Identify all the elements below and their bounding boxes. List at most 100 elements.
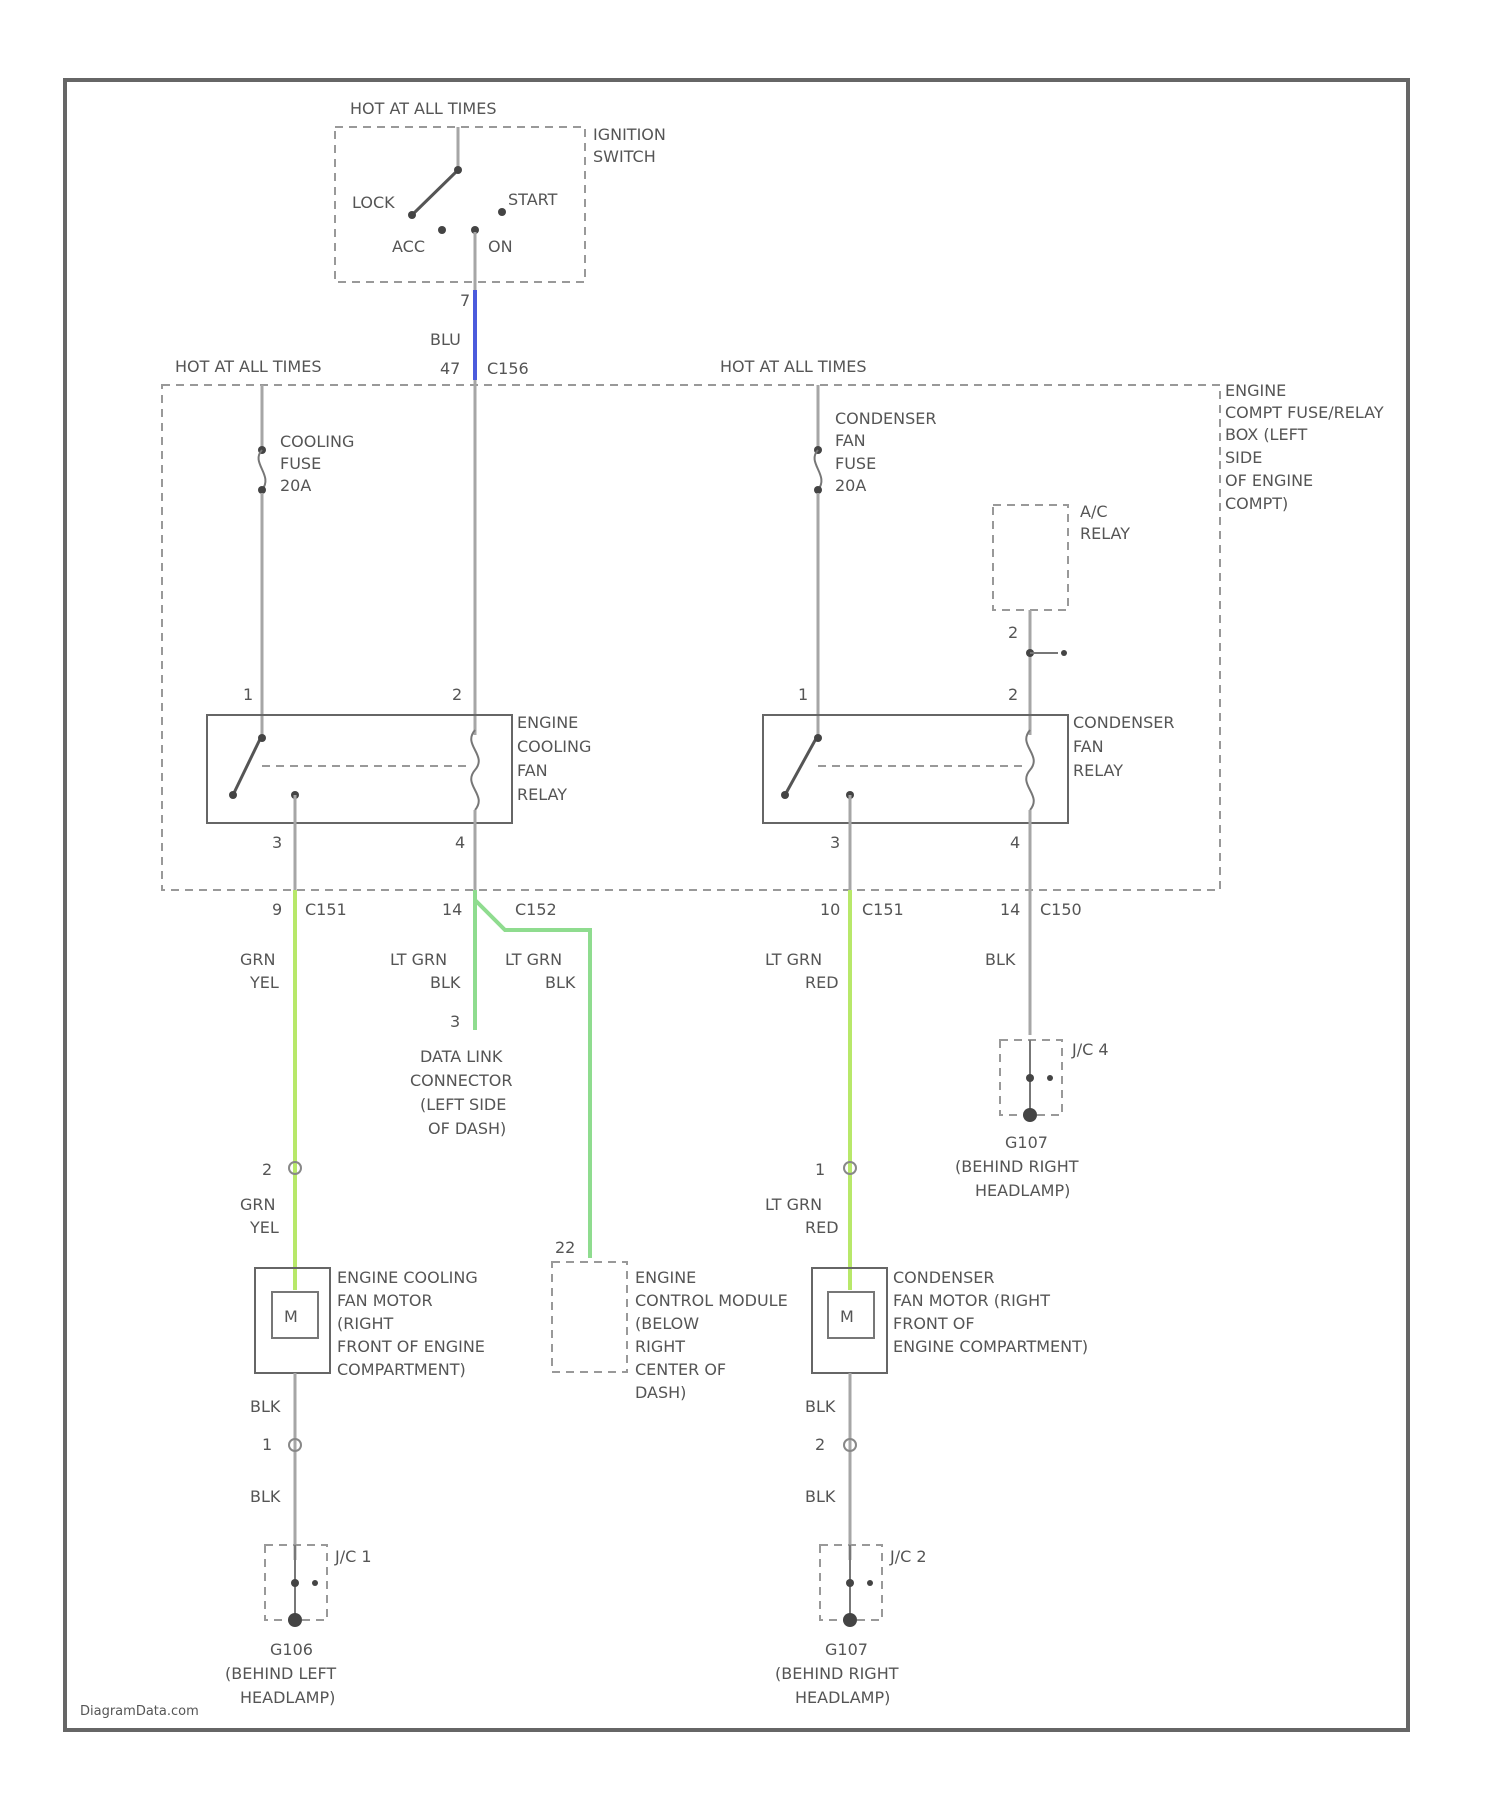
- lt-grn-blk-b-label-2: BLK: [545, 973, 576, 992]
- condenser-fuse-label-1: FAN: [835, 431, 866, 450]
- jc-4-name: J/C 4: [1071, 1040, 1109, 1059]
- c4-pin: 14: [1000, 900, 1020, 919]
- ignition-hot-label: HOT AT ALL TIMES: [350, 99, 496, 118]
- condenser-fan-motor: 1 LT GRN RED M CONDENSER FAN MOTOR (RIGH…: [765, 1160, 1088, 1560]
- cfm-symbol: M: [840, 1307, 854, 1326]
- lt-grn-red-label-2: RED: [805, 973, 839, 992]
- fuse-box-name-0: ENGINE: [1225, 381, 1286, 400]
- fuse-box-hot-left: HOT AT ALL TIMES: [175, 357, 321, 376]
- ac-relay-pin-label: 2: [1008, 623, 1018, 642]
- cfm-wire-below: BLK: [805, 1397, 836, 1416]
- dlc-pin: 3: [450, 1012, 460, 1031]
- ecfm-wire-below: BLK: [250, 1397, 281, 1416]
- ecf-relay-pin-2: 2: [452, 685, 462, 704]
- ecf-relay-name-1: COOLING: [517, 737, 591, 756]
- ecfm-wire-bottom: BLK: [250, 1487, 281, 1506]
- jc-1-ground-1: (BEHIND LEFT: [225, 1664, 336, 1683]
- cf-relay-coil: [1026, 730, 1034, 810]
- ecfm-name-0: ENGINE COOLING: [337, 1268, 478, 1287]
- cf-relay-name-2: RELAY: [1073, 761, 1123, 780]
- c2-pin: 14: [442, 900, 462, 919]
- condenser-fuse-symbol: [815, 450, 822, 490]
- cfm-wire-bottom: BLK: [805, 1487, 836, 1506]
- ignition-pin-label: 7: [460, 291, 470, 310]
- c2-name: C152: [515, 900, 557, 919]
- fuse-box-name-4: OF ENGINE: [1225, 471, 1313, 490]
- ecfm-name-3: FRONT OF ENGINE: [337, 1337, 485, 1356]
- cf-relay-pin-2: 2: [1008, 685, 1018, 704]
- ecfm-name-2: (RIGHT: [337, 1314, 394, 1333]
- ecfm-wire-2: YEL: [249, 1218, 279, 1237]
- ignition-switch-name-1: IGNITION: [593, 125, 666, 144]
- ecm-name-4: CENTER OF: [635, 1360, 726, 1379]
- jc-1-ground-0: G106: [270, 1640, 313, 1659]
- connector-labels: 9 C151 14 C152 10 C151 14 C150: [272, 900, 1082, 919]
- jc-2-ground-2: HEADLAMP): [795, 1688, 890, 1707]
- c1-pin: 9: [272, 900, 282, 919]
- cfm-name-3: ENGINE COMPARTMENT): [893, 1337, 1088, 1356]
- ignition-start-label: START: [508, 190, 558, 209]
- ecf-relay-coil: [471, 730, 479, 810]
- c1-name: C151: [305, 900, 347, 919]
- ignition-switch-name-2: SWITCH: [593, 147, 656, 166]
- ecm-pin: 22: [555, 1238, 575, 1257]
- ecfm-wire-1: GRN: [240, 1195, 275, 1214]
- c4-name: C150: [1040, 900, 1082, 919]
- cf-relay-name-0: CONDENSER: [1073, 713, 1175, 732]
- c3-pin: 10: [820, 900, 840, 919]
- cf-relay-name-1: FAN: [1073, 737, 1104, 756]
- ac-relay-box: [993, 505, 1068, 610]
- ecm-name-2: (BELOW: [635, 1314, 699, 1333]
- jc-1-name: J/C 1: [334, 1547, 372, 1566]
- dlc-name-3: OF DASH): [428, 1119, 506, 1138]
- fuse-box-name-5: COMPT): [1225, 494, 1288, 513]
- ecm-name-0: ENGINE: [635, 1268, 696, 1287]
- engine-cooling-fan-relay: 1 2 ENGINE COOLING FAN RELAY 3 4: [207, 685, 591, 890]
- feed-wire-connector: C156: [487, 359, 529, 378]
- cooling-fuse-label-1: FUSE: [280, 454, 321, 473]
- watermark: DiagramData.com: [80, 1704, 199, 1719]
- ecm-name-1: CONTROL MODULE: [635, 1291, 788, 1310]
- condenser-fuse-label-3: 20A: [835, 476, 866, 495]
- cooling-fuse-label-0: COOLING: [280, 432, 354, 451]
- ecf-relay-pin-4: 4: [455, 833, 465, 852]
- dlc-name-1: CONNECTOR: [410, 1071, 512, 1090]
- jc-1: J/C 1 G106 (BEHIND LEFT HEADLAMP): [225, 1545, 372, 1707]
- ignition-switch: HOT AT ALL TIMES IGNITION SWITCH LOCK AC…: [335, 99, 666, 310]
- engine-cooling-fan-motor: 2 GRN YEL M ENGINE COOLING FAN MOTOR (RI…: [240, 1160, 485, 1560]
- signal-wires: GRN YEL LT GRN BLK LT GRN BLK LT GRN RED…: [240, 890, 1030, 1290]
- diagram-frame: [65, 80, 1408, 1730]
- jc-1-ground-2: HEADLAMP): [240, 1688, 335, 1707]
- ecf-relay-pin-1: 1: [243, 685, 253, 704]
- lt-grn-blk-a-label-1: LT GRN: [390, 950, 447, 969]
- fuse-box-name-2: BOX (LEFT: [1225, 425, 1308, 444]
- cooling-fuse-symbol: [259, 450, 266, 490]
- ac-relay-label-1: RELAY: [1080, 524, 1130, 543]
- ignition-on-label: ON: [488, 237, 513, 256]
- ecfm-name-4: COMPARTMENT): [337, 1360, 466, 1379]
- ecf-relay-pin-3: 3: [272, 833, 282, 852]
- fuse-box-name-1: COMPT FUSE/RELAY: [1225, 403, 1384, 422]
- cf-relay-pin-3: 3: [830, 833, 840, 852]
- condenser-fan-relay: 1 2 CONDENSER FAN RELAY 3 4: [763, 685, 1175, 890]
- cf-relay-pin-4: 4: [1010, 833, 1020, 852]
- lt-grn-blk-a-label-2: BLK: [430, 973, 461, 992]
- blk-label-right: BLK: [985, 950, 1016, 969]
- cfm-name-0: CONDENSER: [893, 1268, 995, 1287]
- ecf-relay-name-0: ENGINE: [517, 713, 578, 732]
- cfm-name-2: FRONT OF: [893, 1314, 975, 1333]
- fuse-box-hot-right: HOT AT ALL TIMES: [720, 357, 866, 376]
- cfm-name-1: FAN MOTOR (RIGHT: [893, 1291, 1050, 1310]
- jc-4: J/C 4 G107 (BEHIND RIGHT HEADLAMP): [955, 1040, 1109, 1200]
- feed-wire: BLU 47 C156: [430, 232, 529, 380]
- ecfm-symbol: M: [284, 1307, 298, 1326]
- feed-wire-color-label: BLU: [430, 330, 461, 349]
- cfm-wire-1: LT GRN: [765, 1195, 822, 1214]
- jc-4-ground-0: G107: [1005, 1133, 1048, 1152]
- cooling-fuse-label-2: 20A: [280, 476, 311, 495]
- lt-grn-blk-b-label-1: LT GRN: [505, 950, 562, 969]
- ecm-name-5: DASH): [635, 1383, 686, 1402]
- c3-name: C151: [862, 900, 904, 919]
- cf-relay-pin-1: 1: [798, 685, 808, 704]
